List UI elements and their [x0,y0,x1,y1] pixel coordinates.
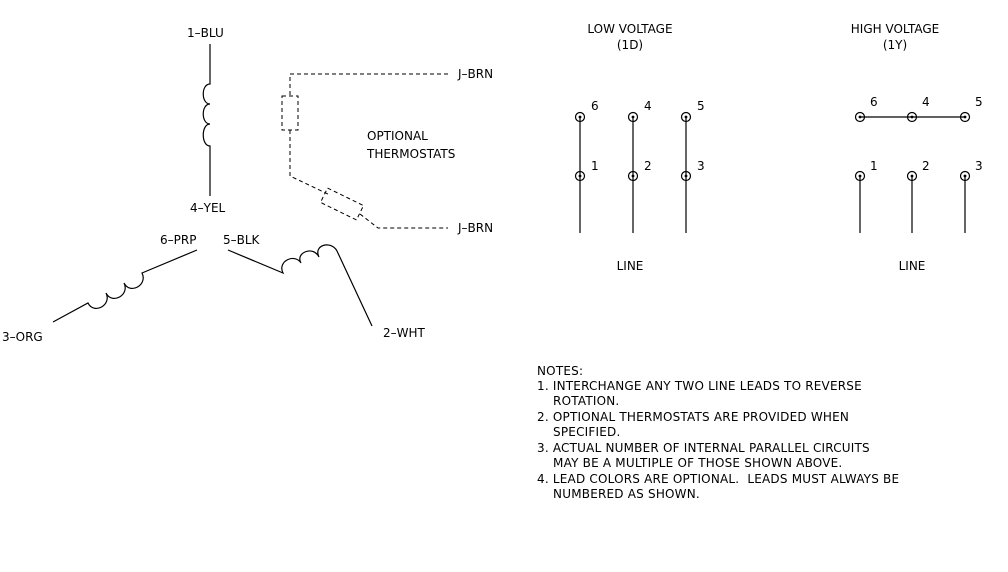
high-voltage-bottom-0-terminal-dot [858,174,862,178]
high-voltage-top-0-terminal-dot [858,115,862,119]
high-voltage-top-0-label: 6 [870,95,878,109]
thermostat-lead-top-label: J–BRN [457,67,493,81]
thermostat-middle-wire [289,130,331,196]
high-voltage-terminals: 6 1 4 2 5 3 [854,95,983,233]
low-voltage-title: LOW VOLTAGE [587,22,672,36]
lead-6-label: 6–PRP [160,233,196,247]
high-voltage-bottom-0-label: 1 [870,159,878,173]
note-2: 2. OPTIONAL THERMOSTATS ARE PROVIDED WHE… [537,410,850,439]
low-voltage-bottom-1-label: 2 [644,159,652,173]
high-voltage-bottom-1-terminal-dot [910,174,914,178]
high-voltage-top-0-terminal [854,111,866,123]
low-voltage-line-label: LINE [617,259,644,273]
high-voltage-subtitle: (1Y) [883,38,907,52]
thermostat-1 [281,95,299,131]
high-voltage-bottom-1-label: 2 [922,159,930,173]
high-voltage-bottom-2-terminal-dot [963,174,967,178]
low-voltage-bottom-1-terminal-dot [631,174,635,178]
high-voltage-bottom-2-terminal [959,170,971,182]
high-voltage-top-2-terminal-dot [963,115,967,119]
low-voltage-terminals: 6 1 4 2 5 3 [574,99,705,233]
low-voltage-top-2-terminal-dot [684,115,688,119]
low-voltage-bottom-2-terminal-dot [684,174,688,178]
high-voltage-bottom-1-terminal [906,170,918,182]
note-4: 4. LEAD COLORS ARE OPTIONAL. LEADS MUST … [537,472,900,501]
low-voltage-top-0-terminal [574,111,586,123]
low-voltage-bottom-0-terminal-dot [578,174,582,178]
low-voltage-top-2-label: 5 [697,99,705,113]
low-voltage-top-1-terminal [627,111,639,123]
thermostat-label-line2: THERMOSTATS [366,147,455,161]
thermostat-circuit: J–BRN J–BRN OPTIONAL THERMOSTATS [281,67,493,235]
notes-heading: NOTES: [537,364,584,378]
high-voltage-top-1-terminal-dot [910,115,914,119]
low-voltage-bottom-1-terminal [627,170,639,182]
low-voltage-bottom-0-terminal [574,170,586,182]
low-voltage-top-0-terminal-dot [578,115,582,119]
lead-4-label: 4–YEL [190,201,226,215]
notes-section: NOTES: 1. INTERCHANGE ANY TWO LINE LEADS… [537,364,899,503]
low-voltage-subtitle: (1D) [617,38,643,52]
lead-5-label: 5–BLK [223,233,261,247]
low-voltage-bottom-2-terminal [680,170,692,182]
low-voltage-top-2-terminal [680,111,692,123]
lead-1-label: 1–BLU [187,26,224,40]
note-1: 1. INTERCHANGE ANY TWO LINE LEADS TO REV… [537,379,862,408]
high-voltage-title: HIGH VOLTAGE [851,22,939,36]
high-voltage-connection: HIGH VOLTAGE (1Y) 6 1 4 2 5 3 LINE [851,22,983,273]
coil-6-3 [52,249,198,323]
low-voltage-top-1-terminal-dot [631,115,635,119]
high-voltage-top-1-terminal [906,111,918,123]
coil-5-2 [227,244,373,327]
thermostat-label-line1: OPTIONAL [367,129,428,143]
high-voltage-bottom-0-terminal [854,170,866,182]
note-3: 3. ACTUAL NUMBER OF INTERNAL PARALLEL CI… [537,441,870,470]
wye-winding: 1–BLU 4–YEL 6–PRP 5–BLK 3–ORG 2–WHT [2,26,426,344]
thermostat-lead-bottom-label: J–BRN [457,221,493,235]
high-voltage-top-2-label: 5 [975,95,983,109]
low-voltage-top-1-label: 4 [644,99,652,113]
low-voltage-top-0-label: 6 [591,99,599,113]
lead-2-label: 2–WHT [383,326,426,340]
coil-1-4 [202,44,211,196]
low-voltage-connection: LOW VOLTAGE (1D) 6 1 4 2 5 3 LINE [574,22,705,273]
lead-3-label: 3–ORG [2,330,43,344]
high-voltage-line-label: LINE [899,259,926,273]
high-voltage-top-1-label: 4 [922,95,930,109]
low-voltage-bottom-0-label: 1 [591,159,599,173]
thermostat-lead-bottom-wire [359,213,448,229]
thermostat-2 [319,187,365,221]
high-voltage-top-2-terminal [959,111,971,123]
thermostat-lead-top-wire [289,73,448,96]
low-voltage-bottom-2-label: 3 [697,159,705,173]
high-voltage-bottom-2-label: 3 [975,159,983,173]
